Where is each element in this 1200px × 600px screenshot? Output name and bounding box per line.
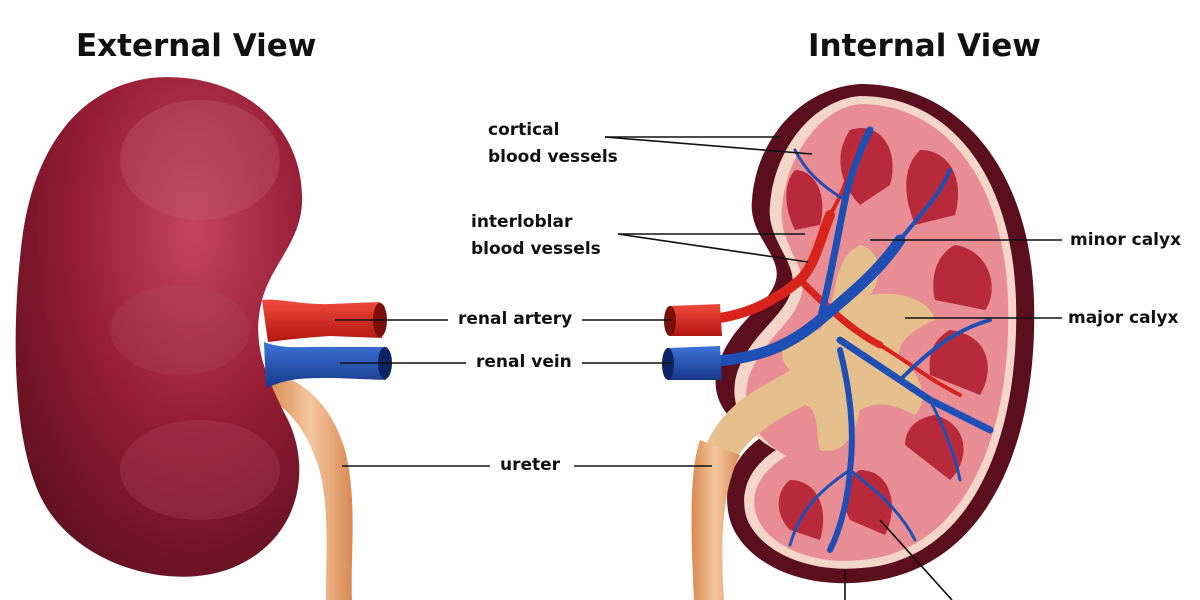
internal-kidney: [662, 84, 1035, 600]
label-interlobar-line2: blood vessels: [471, 239, 601, 259]
external-ureter: [268, 372, 353, 600]
external-view-title: External View: [76, 28, 317, 64]
label-minor-calyx: minor calyx: [1070, 230, 1182, 250]
internal-renal-vein: [668, 346, 722, 380]
label-cortical-line1: cortical: [488, 120, 560, 140]
external-kidney: [15, 77, 392, 600]
label-interlobar-line1: interloblar: [471, 212, 573, 232]
external-renal-artery: [262, 299, 382, 342]
label-renal-vein: renal vein: [476, 352, 572, 372]
leader-lines: [335, 136, 1062, 600]
renal-pyramids: [778, 128, 992, 540]
internal-veins: [694, 126, 994, 553]
internal-renal-artery: [670, 304, 722, 336]
external-kidney-body: [15, 77, 303, 577]
internal-view-title: Internal View: [808, 28, 1041, 64]
renal-pelvis: [698, 245, 935, 600]
external-renal-vein: [264, 342, 386, 388]
label-major-calyx: major calyx: [1068, 308, 1179, 328]
internal-ureter: [691, 440, 740, 600]
label-renal-artery-external: renal artery: [458, 309, 573, 329]
label-cortical-line2: blood vessels: [488, 147, 618, 167]
label-ureter: ureter: [500, 455, 561, 475]
